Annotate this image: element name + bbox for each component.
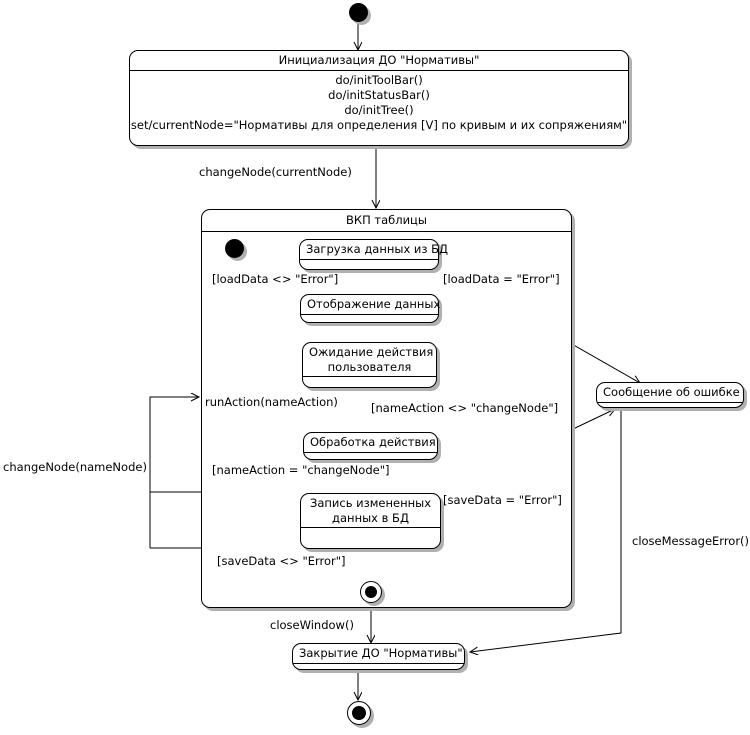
- state-load-data-title: Загрузка данных из БД: [306, 242, 449, 256]
- state-divider: [301, 314, 438, 315]
- label-name-action-ne: [nameAction <> "changeNode"]: [371, 401, 559, 415]
- state-process-action-title: Обработка действия: [310, 435, 436, 449]
- state-load-data[interactable]: Загрузка данных из БД: [299, 239, 449, 270]
- action-init-statusbar: do/initStatusBar(): [328, 88, 430, 102]
- state-show-data-title: Отображение данных: [307, 297, 441, 311]
- state-process-action-body: [304, 453, 437, 459]
- state-close-do-body: [293, 664, 464, 669]
- state-wait-action-body: [303, 377, 436, 386]
- state-process-action[interactable]: Обработка действия: [303, 432, 438, 460]
- state-divider: [300, 259, 438, 260]
- state-divider: [304, 452, 437, 453]
- state-save-data-title-line1: Запись измененных: [309, 496, 432, 510]
- action-set-currentnode: set/currentNode="Нормативы для определен…: [130, 118, 628, 132]
- final-state-inner: [360, 581, 382, 603]
- state-wait-action-title-line1: Ожидание действия: [309, 345, 434, 359]
- state-close-do-title: Закрытие ДО "Нормативы": [299, 646, 463, 660]
- label-close-window: closeWindow(): [270, 618, 354, 632]
- label-save-ok: [saveData <> "Error"]: [217, 554, 346, 568]
- state-init-do-actions: do/initToolBar() do/initStatusBar() do/i…: [130, 71, 628, 133]
- final-state-bottom: [347, 701, 371, 725]
- state-show-data-body: [301, 315, 438, 321]
- state-divider: [130, 70, 628, 71]
- action-init-tree: do/initTree(): [344, 103, 414, 117]
- label-run-action: runAction(nameAction): [205, 395, 338, 409]
- label-close-message-error: closeMessageError(): [632, 534, 750, 548]
- final-state-inner-dot: [365, 586, 377, 598]
- state-divider: [301, 527, 440, 528]
- label-change-node-current: changeNode(currentNode): [199, 165, 352, 179]
- label-save-error: [saveData = "Error"]: [443, 493, 562, 507]
- initial-state-inner: [225, 239, 244, 258]
- state-init-do[interactable]: Инициализация ДО "Нормативы" do/initTool…: [129, 50, 629, 146]
- final-state-bottom-dot: [352, 706, 366, 720]
- state-divider: [293, 663, 464, 664]
- label-load-ok: [loadData <> "Error"]: [212, 272, 339, 286]
- state-error-message-body: [597, 403, 743, 407]
- composite-state-title: ВКП таблицы: [202, 210, 571, 232]
- state-init-do-title: Инициализация ДО "Нормативы": [278, 53, 480, 67]
- label-load-error: [loadData = "Error"]: [443, 272, 560, 286]
- label-name-action-eq: [nameAction = "changeNode"]: [212, 463, 390, 477]
- label-change-node-name: changeNode(nameNode): [3, 460, 147, 474]
- state-save-data-body: [301, 528, 440, 548]
- state-load-data-body: [300, 260, 438, 267]
- state-close-do[interactable]: Закрытие ДО "Нормативы": [292, 643, 465, 670]
- initial-state-top: [349, 3, 368, 22]
- state-save-data-title: Запись измененных данных в БД: [301, 494, 440, 527]
- action-init-toolbar: do/initToolBar(): [335, 73, 423, 87]
- state-divider: [303, 376, 436, 377]
- state-show-data[interactable]: Отображение данных: [300, 294, 441, 323]
- state-wait-action-title: Ожидание действия пользователя: [303, 343, 436, 376]
- state-wait-action-title-line2: пользователя: [327, 360, 412, 374]
- state-divider: [597, 402, 743, 403]
- state-error-message[interactable]: Сообщение об ошибке: [596, 382, 744, 408]
- state-save-data[interactable]: Запись измененных данных в БД: [300, 493, 441, 549]
- state-save-data-title-line2: данных в БД: [332, 511, 409, 525]
- state-wait-action[interactable]: Ожидание действия пользователя: [302, 342, 437, 388]
- state-error-message-title: Сообщение об ошибке: [603, 385, 740, 399]
